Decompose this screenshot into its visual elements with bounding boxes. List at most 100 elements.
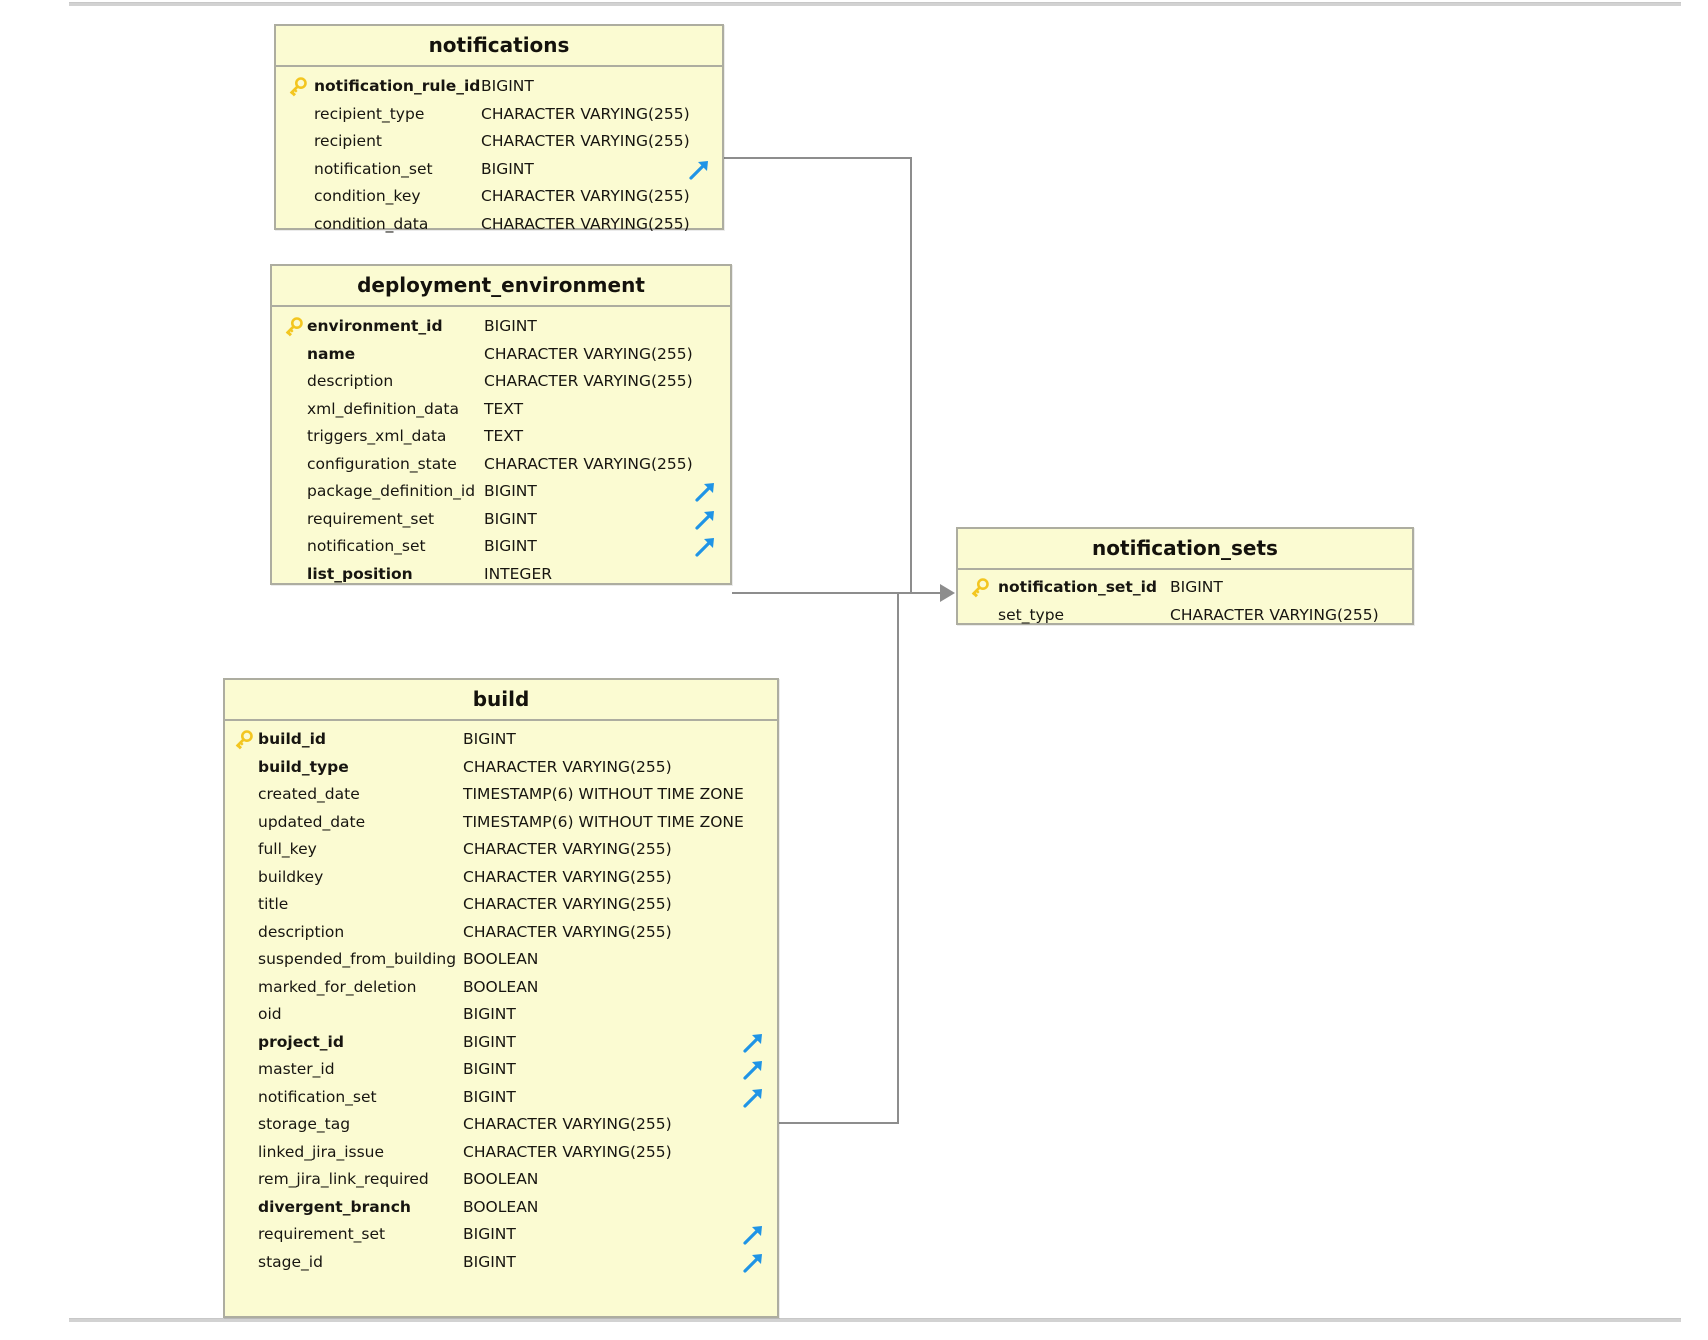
column-type: CHARACTER VARYING(255) [463,840,672,858]
column-type: BOOLEAN [463,977,539,996]
entity-notifications[interactable]: notifications notification_rule_id BIGIN… [274,24,724,233]
column-row[interactable]: description CHARACTER VARYING(255) [272,368,730,396]
entity-build[interactable]: build build_id BIGINT build_type CHARACT… [223,678,779,1318]
column-row[interactable]: updated_date TIMESTAMP(6) WITHOUT TIME Z… [225,809,777,837]
entity-columns-deployment-environment: environment_id BIGINT name CHARACTER VAR… [272,307,730,596]
column-type: TEXT [484,399,524,418]
column-name: xml_definition_data [307,399,459,418]
column-row[interactable]: divergent_branch BOOLEAN [225,1194,777,1222]
column-name: buildkey [258,867,324,886]
column-row[interactable]: oid BIGINT [225,1001,777,1029]
column-type: BIGINT [463,1252,516,1271]
column-name: description [258,922,345,941]
column-row[interactable]: buildkey CHARACTER VARYING(255) [225,864,777,892]
column-row[interactable]: storage_tag CHARACTER VARYING(255) [225,1111,777,1139]
primary-key-icon [230,726,260,754]
column-type: TIMESTAMP(6) WITHOUT TIME ZONE [463,812,744,831]
primary-key-icon [966,574,996,602]
entity-deployment-environment[interactable]: deployment_environment environment_id BI… [270,264,732,585]
column-name: project_id [258,1032,344,1051]
column-row[interactable]: linked_jira_issue CHARACTER VARYING(255) [225,1139,777,1167]
column-type: BOOLEAN [463,1197,539,1216]
column-row[interactable]: marked_for_deletion BOOLEAN [225,974,777,1002]
column-row[interactable]: title CHARACTER VARYING(255) [225,891,777,919]
column-type: INTEGER [484,564,553,583]
column-row[interactable]: condition_key CHARACTER VARYING(255) [276,183,722,211]
column-name: condition_data [314,214,429,233]
column-row[interactable]: triggers_xml_data TEXT [272,423,730,451]
column-type: CHARACTER VARYING(255) [463,922,672,941]
column-row[interactable]: notification_rule_id BIGINT [276,73,722,101]
column-type: BIGINT [463,1060,516,1078]
column-name: marked_for_deletion [258,977,417,996]
column-type: BIGINT [463,730,516,748]
column-type: BIGINT [484,317,537,335]
entity-columns-notification-sets: notification_set_id BIGINT set_type CHAR… [958,570,1412,637]
column-type: BIGINT [1170,578,1223,596]
column-type: CHARACTER VARYING(255) [463,1115,672,1133]
column-name: updated_date [258,812,366,831]
column-name: divergent_branch [258,1197,411,1216]
column-row[interactable]: notification_set BIGINT [272,533,730,561]
column-row[interactable]: set_type CHARACTER VARYING(255) [958,602,1412,630]
column-name: requirement_set [258,1225,386,1243]
column-name: name [307,344,356,363]
column-type: BIGINT [463,1087,516,1106]
column-type: CHARACTER VARYING(255) [484,372,693,390]
column-row[interactable]: project_id BIGINT [225,1029,777,1057]
entity-notification-sets[interactable]: notification_sets notification_set_id BI… [956,527,1414,625]
column-type: TIMESTAMP(6) WITHOUT TIME ZONE [463,785,744,803]
column-row[interactable]: environment_id BIGINT [272,313,730,341]
column-type: BIGINT [484,537,537,555]
foreign-key-arrow-icon [742,1224,764,1246]
column-row[interactable]: description CHARACTER VARYING(255) [225,919,777,947]
column-name: list_position [307,564,413,583]
column-name: description [307,372,394,390]
column-row[interactable]: created_date TIMESTAMP(6) WITHOUT TIME Z… [225,781,777,809]
column-type: BIGINT [463,1225,516,1243]
column-type: BOOLEAN [463,950,539,968]
column-row[interactable]: recipient_type CHARACTER VARYING(255) [276,101,722,129]
column-name: master_id [258,1060,335,1078]
column-name: condition_key [314,187,421,205]
column-type: BIGINT [463,1005,516,1023]
column-row[interactable]: condition_data CHARACTER VARYING(255) [276,211,722,239]
column-row[interactable]: master_id BIGINT [225,1056,777,1084]
entity-title-build: build [225,680,777,721]
column-row[interactable]: build_id BIGINT [225,726,777,754]
column-row[interactable]: xml_definition_data TEXT [272,396,730,424]
foreign-key-arrow-icon [742,1087,764,1109]
column-row[interactable]: stage_id BIGINT [225,1249,777,1277]
column-row[interactable]: rem_jira_link_required BOOLEAN [225,1166,777,1194]
column-type: BIGINT [484,509,537,528]
column-row[interactable]: build_type CHARACTER VARYING(255) [225,754,777,782]
column-type: BIGINT [463,1032,516,1051]
column-type: CHARACTER VARYING(255) [484,454,693,473]
connector-arrowhead-icon [940,584,955,602]
column-type: CHARACTER VARYING(255) [463,1142,672,1161]
column-type: CHARACTER VARYING(255) [481,104,690,123]
column-row[interactable]: list_position INTEGER [272,561,730,589]
primary-key-icon [280,313,310,341]
column-row[interactable]: name CHARACTER VARYING(255) [272,341,730,369]
entity-columns-notifications: notification_rule_id BIGINT recipient_ty… [276,67,722,246]
column-row[interactable]: suspended_from_building BOOLEAN [225,946,777,974]
column-row[interactable]: requirement_set BIGINT [272,506,730,534]
column-row[interactable]: package_definition_id BIGINT [272,478,730,506]
column-name: full_key [258,840,317,858]
column-row[interactable]: recipient CHARACTER VARYING(255) [276,128,722,156]
column-row[interactable]: notification_set_id BIGINT [958,574,1412,602]
column-row[interactable]: full_key CHARACTER VARYING(255) [225,836,777,864]
column-row[interactable]: notification_set BIGINT [225,1084,777,1112]
column-row[interactable]: notification_set BIGINT [276,156,722,184]
column-row[interactable]: configuration_state CHARACTER VARYING(25… [272,451,730,479]
column-name: recipient [314,132,382,150]
column-name: stage_id [258,1252,323,1271]
column-row[interactable]: requirement_set BIGINT [225,1221,777,1249]
entity-title-notifications: notifications [276,26,722,67]
column-name: requirement_set [307,509,435,528]
entity-title-notification-sets: notification_sets [958,529,1412,570]
foreign-key-arrow-icon [694,509,716,531]
column-name: configuration_state [307,454,457,473]
column-name: notification_set [314,159,433,178]
